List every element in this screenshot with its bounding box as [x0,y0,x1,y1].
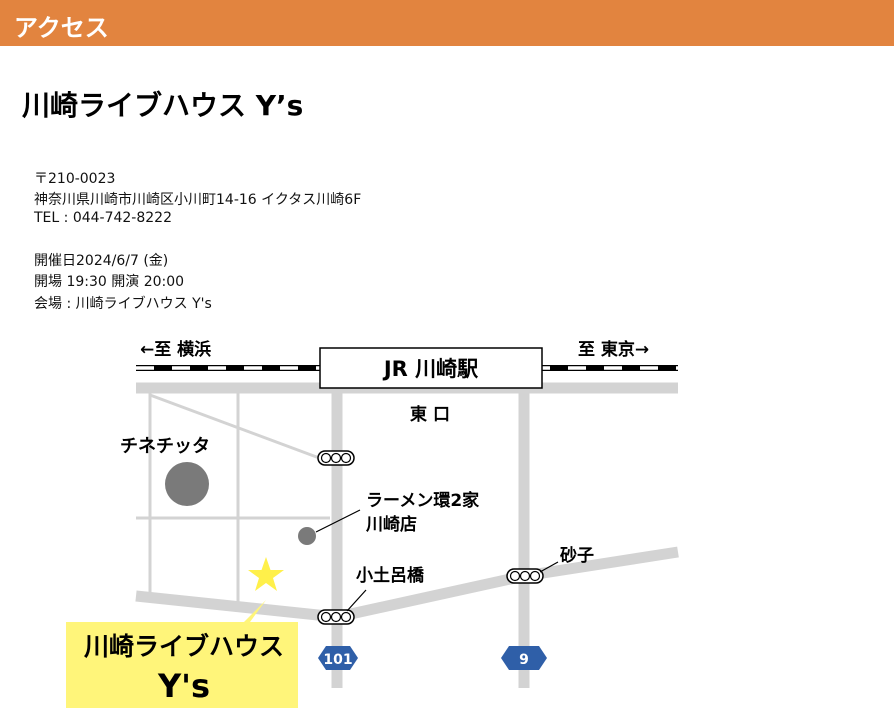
traffic-signal-icon [317,609,355,625]
direction-yokohama: ←至 横浜 [140,339,211,360]
traffic-signal-icon [506,568,544,584]
street-address: 神奈川県川崎市川崎区小川町14-16 イクタス川崎6F [34,192,362,208]
station-box [319,347,543,389]
east-exit-label: 東 口 [410,404,450,425]
intersection-isago-label: 砂子 [560,545,594,566]
cinecitta-marker-icon [165,462,209,506]
landmark-cinecitta-label: チネチッタ [120,436,210,457]
route-101-label: 101 [323,652,352,668]
header-title: アクセス [14,14,109,42]
route-9-label: 9 [519,652,529,668]
traffic-signal-icon [317,450,355,466]
west-road [135,590,338,623]
venue-callout-name: Y's [157,667,210,705]
venue-title: 川崎ライブハウス Y’s [22,89,304,122]
venue-callout-label: 川崎ライブハウス [84,632,284,661]
header-bar: アクセス [0,0,894,46]
landmark-ramen-label: ラーメン環2家 [366,490,479,511]
access-map: JR 川崎駅 ←至 横浜 至 東京→ 東 口 チネチッタ ラーメン環2家 川崎店… [66,339,679,708]
venue-star-icon [248,557,284,591]
ramen-pointer [315,509,361,533]
telephone: TEL : 044-742-8222 [34,210,172,226]
isago-pointer [539,561,559,573]
event-venue: 会場 : 川崎ライブハウス Y's [34,296,212,312]
route-101-shield-icon [318,646,358,670]
postal-code: 〒210-0023 [34,171,116,187]
event-times: 開場 19:30 開演 20:00 [34,274,185,290]
east-road [335,570,526,623]
street [149,393,331,464]
station-label: JR 川崎駅 [382,357,479,381]
venue-callout-box [66,600,298,708]
intersection-kodoro-label: 小土呂橋 [356,565,425,586]
route-9-shield-icon [501,646,547,670]
event-date: 開催日2024/6/7 (金) [34,253,169,269]
east-road [523,546,679,582]
ramen-marker-icon [298,527,316,545]
landmark-ramen-label-2: 川崎店 [365,514,417,535]
direction-tokyo: 至 東京→ [578,339,649,360]
kodoro-pointer [346,589,367,612]
